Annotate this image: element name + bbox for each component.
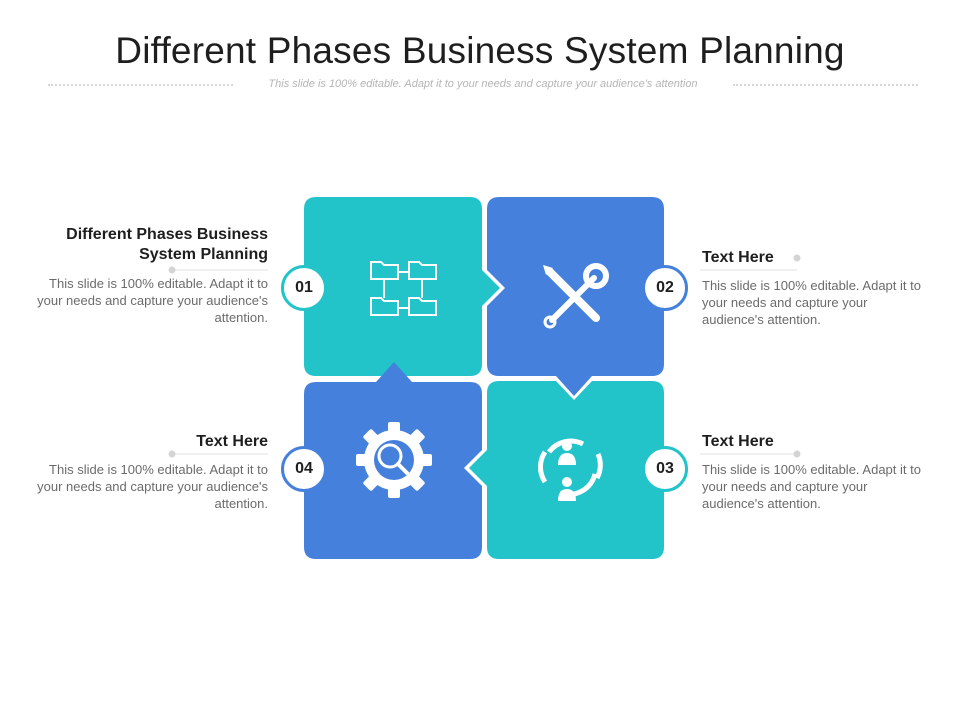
phase-01-block: Different Phases Business System Plannin… xyxy=(28,225,268,326)
phase-03-block: Text Here This slide is 100% editable. A… xyxy=(702,432,924,512)
phase-04-heading: Text Here xyxy=(196,433,268,450)
phase-02-description: This slide is 100% editable. Adapt it to… xyxy=(702,278,921,327)
phase-01-description: This slide is 100% editable. Adapt it to… xyxy=(37,276,268,325)
phase-04-block: Text Here This slide is 100% editable. A… xyxy=(28,432,268,512)
gear-search-icon xyxy=(356,422,432,498)
people-cycle-icon xyxy=(537,438,603,501)
phase-04-description: This slide is 100% editable. Adapt it to… xyxy=(37,462,268,511)
slide-title: Different Phases Business System Plannin… xyxy=(115,30,845,71)
puzzle-piece-03 xyxy=(469,381,664,559)
phase-03-badge: 03 xyxy=(642,446,688,492)
phase-02-block: Text Here This slide is 100% editable. A… xyxy=(702,248,924,328)
phase-04-badge: 04 xyxy=(281,446,327,492)
phase-01-heading: Different Phases Business System Plannin… xyxy=(66,226,268,263)
divider-right xyxy=(733,84,918,86)
puzzle-piece-01 xyxy=(304,197,500,376)
divider-left xyxy=(48,84,233,86)
phase-03-description: This slide is 100% editable. Adapt it to… xyxy=(702,462,921,511)
connector-lines xyxy=(168,254,801,458)
folder-network-icon xyxy=(370,261,437,316)
subtitle-row: This slide is 100% editable. Adapt it to… xyxy=(48,78,918,94)
phase-03-heading: Text Here xyxy=(702,433,774,450)
slide-subtitle: This slide is 100% editable. Adapt it to… xyxy=(48,78,918,90)
phase-01-badge: 01 xyxy=(281,265,327,311)
phase-02-badge: 02 xyxy=(642,265,688,311)
tools-icon xyxy=(543,263,609,329)
phase-02-heading: Text Here xyxy=(702,249,774,266)
